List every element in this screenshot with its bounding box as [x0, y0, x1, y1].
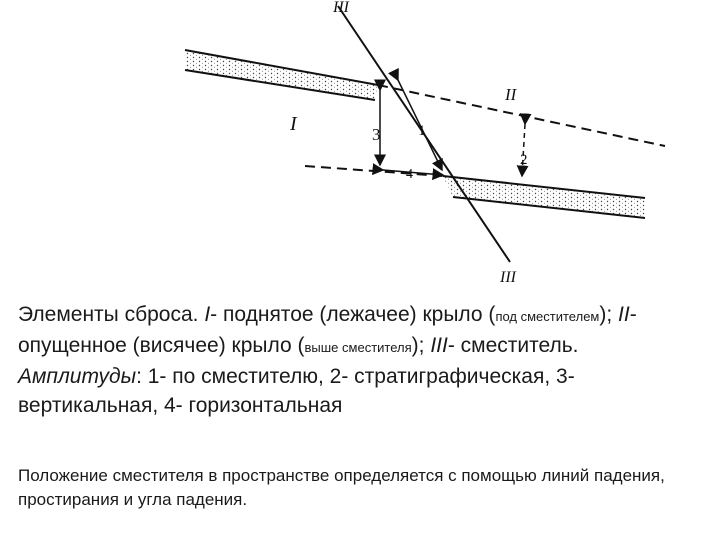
upper-bed-bottom — [184, 69, 376, 101]
upper-bed-top — [184, 49, 379, 86]
caption-part: : 1- по сместителю, 2- стратиграфическая… — [18, 365, 575, 417]
figure-caption: Элементы сброса. I- поднятое (лежачее) к… — [18, 300, 708, 420]
caption-wing-II: II — [618, 303, 630, 326]
amplitude-label-4: 4 — [406, 167, 413, 182]
caption-note-small: выше сместителя — [304, 340, 412, 355]
caption-part: ); — [599, 303, 619, 326]
lower-bed — [443, 176, 645, 218]
upper-bed — [185, 50, 378, 100]
wing-label-downthrown: II — [504, 85, 518, 104]
wing-label-uplifted: I — [289, 113, 298, 135]
lower-bed-top — [442, 175, 646, 199]
fault-orientation-note: Положение сместителя в пространстве опре… — [18, 466, 665, 509]
caption-part: ); — [411, 334, 431, 357]
net-slip-arrow — [387, 67, 443, 172]
amplitude-label-1: 1 — [418, 123, 426, 139]
fault-label-bottom: III — [499, 269, 517, 286]
caption-note-small: под сместителем — [495, 309, 600, 324]
caption-part: Элементы сброса. — [18, 303, 205, 326]
amplitude-label-3: 3 — [372, 125, 381, 144]
caption-wing-I: I — [204, 303, 211, 326]
caption-part: - поднятое (лежачее) крыло ( — [210, 303, 496, 326]
lower-bed-bottom — [452, 196, 646, 219]
caption-amplitudes: Амплитуды — [18, 365, 137, 388]
fault-label-top: III — [332, 0, 350, 16]
fault-diagram: III I II III 3 1 2 4 — [184, 0, 666, 286]
caption-part: - сместитель. — [447, 334, 579, 357]
caption-part: - опущенное (висячее) крыло ( — [18, 303, 637, 357]
amplitude-label-2: 2 — [520, 152, 528, 168]
bed-projection-lower — [304, 165, 444, 177]
caption-fault-III: III — [430, 334, 448, 357]
stratigraphic-throw-arrow — [516, 113, 532, 178]
